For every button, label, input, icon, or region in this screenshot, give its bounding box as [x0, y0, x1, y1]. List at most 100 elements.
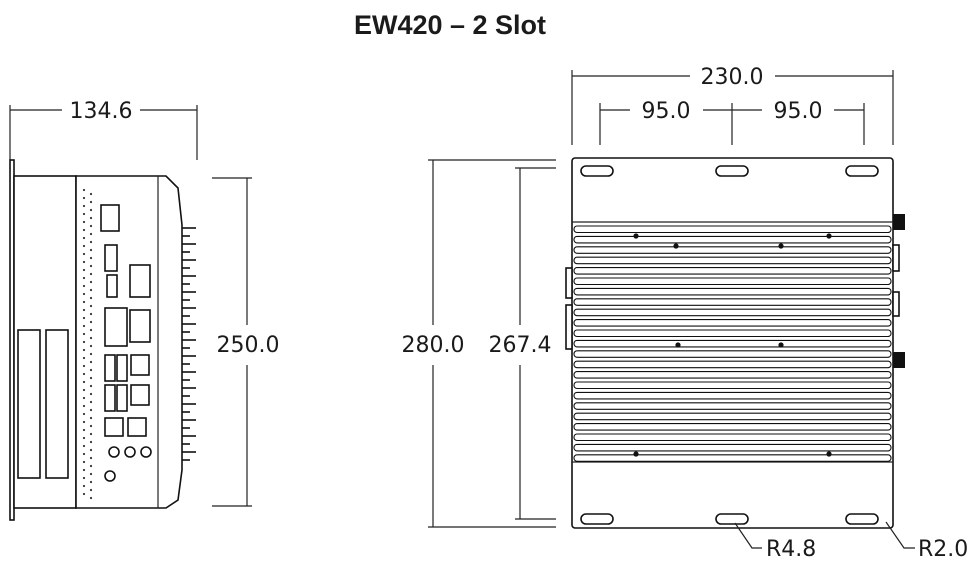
vent-dot	[89, 328, 93, 332]
top-fin	[573, 246, 892, 254]
side-view: 134.6	[9, 99, 280, 521]
displayport-icon	[104, 244, 118, 272]
mount-slot-top-center-icon	[715, 165, 749, 177]
vent-dot	[89, 232, 93, 236]
vent-dot	[82, 452, 86, 456]
vent-dot	[89, 240, 93, 244]
lan-port-4-icon	[127, 417, 147, 437]
vent-dot	[89, 256, 93, 260]
side-width-dimension: 134.6	[9, 99, 198, 160]
usb-port-4-icon	[116, 384, 128, 412]
radius-slot-label: R4.8	[766, 537, 816, 562]
vent-dot	[89, 336, 93, 340]
mount-slot-top-right-icon	[845, 165, 879, 177]
mount-slot-top-left-icon	[580, 165, 614, 177]
hole-spacing-dimension: 95.0 95.0	[599, 99, 865, 145]
power-button-icon	[104, 470, 116, 482]
vent-dot	[82, 244, 86, 248]
top-view: 230.0 95.0 95.0 280.0 267	[402, 65, 969, 562]
vent-dot	[82, 476, 86, 480]
top-fin	[573, 381, 892, 390]
vent-dot	[82, 404, 86, 408]
usb-port-3-icon	[104, 384, 116, 412]
usb-port-2-icon	[116, 354, 128, 382]
vent-dot	[89, 360, 93, 364]
vent-dot	[82, 484, 86, 488]
vent-dot	[82, 316, 86, 320]
screw-icon	[826, 233, 832, 239]
top-fin	[573, 277, 892, 286]
vent-dot	[82, 468, 86, 472]
side-height-dimension: 250.0	[212, 177, 280, 507]
dvi-port-icon	[104, 307, 128, 347]
power-connector-icon	[100, 204, 120, 232]
vent-dot	[89, 248, 93, 252]
audio-jack-1-icon	[108, 446, 120, 458]
screw-icon	[633, 451, 639, 457]
vent-dot	[82, 420, 86, 424]
vent-dot	[89, 488, 93, 492]
top-fin	[573, 267, 892, 275]
vent-dot	[82, 372, 86, 376]
vent-dot	[89, 448, 93, 452]
screw-icon	[826, 451, 832, 457]
vent-dot	[89, 424, 93, 428]
vent-dot	[82, 276, 86, 280]
vent-dot	[82, 260, 86, 264]
top-fin	[573, 371, 892, 379]
vent-dot	[82, 364, 86, 368]
vent-dot	[82, 300, 86, 304]
lan-port-2-icon	[130, 384, 150, 406]
top-fin	[573, 454, 892, 462]
vent-dot	[89, 208, 93, 212]
vent-dot	[89, 224, 93, 228]
radius-corner-label: R2.0	[918, 537, 968, 562]
vent-dot	[82, 188, 86, 192]
serial-port-1-icon	[129, 264, 151, 298]
vent-dot	[82, 268, 86, 272]
vent-dot	[89, 200, 93, 204]
vent-dot	[82, 228, 86, 232]
vent-dot	[89, 192, 93, 196]
outer-height-dimension: 280.0	[402, 159, 556, 528]
vent-dot	[82, 444, 86, 448]
vent-dot	[89, 472, 93, 476]
vent-dots	[82, 188, 93, 500]
top-fin	[573, 391, 892, 400]
vent-dot	[82, 412, 86, 416]
vent-dot	[82, 396, 86, 400]
top-fin	[573, 423, 892, 431]
mount-slot-bottom-center-icon	[715, 513, 749, 525]
side-height-label: 250.0	[217, 333, 280, 358]
usb-port-1-icon	[104, 354, 116, 382]
screw-icon	[633, 233, 639, 239]
lan-port-3-icon	[104, 417, 124, 437]
vent-dot	[82, 212, 86, 216]
top-fin	[573, 319, 892, 327]
inner-height-dimension: 267.4	[489, 167, 556, 520]
vent-dot	[89, 376, 93, 380]
vent-dot	[82, 348, 86, 352]
top-fin	[573, 443, 892, 452]
vent-dot	[82, 356, 86, 360]
vent-dot	[89, 320, 93, 324]
vent-dot	[89, 440, 93, 444]
vent-dot	[89, 344, 93, 348]
vent-dot	[89, 280, 93, 284]
top-fin	[573, 256, 892, 265]
top-body	[565, 157, 905, 529]
antenna-connector-1-icon	[893, 214, 905, 230]
top-fin	[573, 235, 892, 244]
vent-dot	[82, 428, 86, 432]
vent-dot	[89, 392, 93, 396]
vent-dot	[82, 324, 86, 328]
vent-dot	[82, 492, 86, 496]
vent-dot	[89, 416, 93, 420]
vent-dot	[89, 480, 93, 484]
vent-dot	[82, 380, 86, 384]
vent-dot	[89, 456, 93, 460]
vent-dot	[89, 288, 93, 292]
vent-dot	[82, 292, 86, 296]
audio-jack-3-icon	[140, 446, 152, 458]
mount-slot-bottom-left-icon	[580, 513, 614, 525]
